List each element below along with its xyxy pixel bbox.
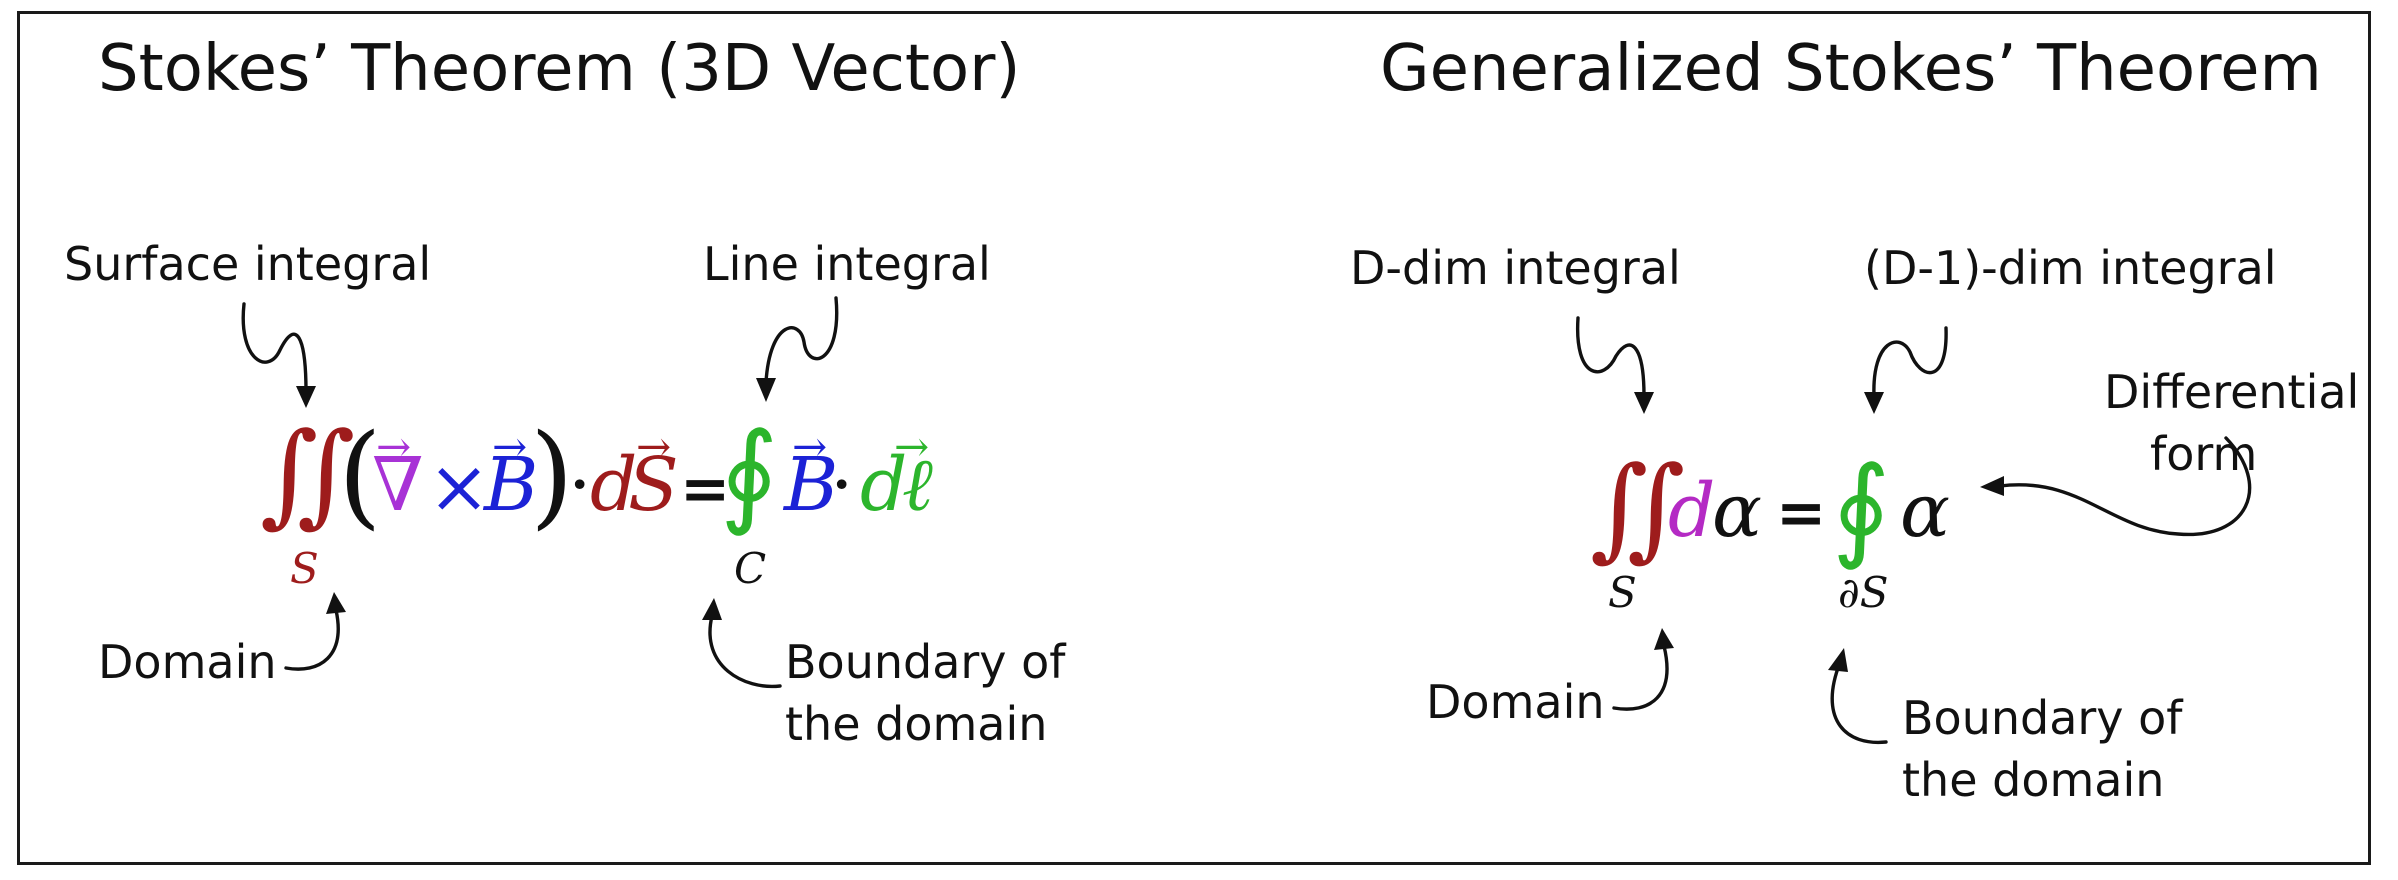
line-contour-integral: ∮ [720, 409, 779, 539]
boundary-subscript-C: C [734, 544, 767, 593]
left-title: Stokes’ Theorem (3D Vector) [98, 32, 1021, 106]
arrow-surface-integral [241, 302, 316, 408]
curl-field-arrow: → [492, 422, 528, 471]
surface-integral-label: Surface integral [64, 237, 432, 291]
surface-domain-subscript: S [290, 544, 319, 593]
line-element-arrow: → [894, 422, 930, 471]
boundary-label-left-line1: Boundary of [785, 635, 1066, 689]
nabla-operator: ∇ [372, 442, 424, 528]
boundary-label-left-line2: the domain [785, 697, 1048, 751]
line-integral-label: Line integral [703, 237, 991, 291]
arrow-d-minus-1-integral [1864, 326, 1948, 414]
surface-d: d [590, 442, 638, 528]
alpha-form: α [1712, 468, 1762, 554]
exterior-derivative-d: d [1668, 468, 1716, 554]
boundary-subscript-partial-S: ∂S [1838, 568, 1889, 617]
domain-label-right: Domain [1426, 675, 1605, 729]
domain-label-left: Domain [98, 635, 277, 689]
line-element-ell: ℓ [902, 442, 933, 528]
arrow-line-integral [756, 296, 839, 402]
line-field-B: B [784, 442, 839, 528]
boundary-contour-integral: ∮ [1832, 443, 1891, 573]
domain-double-integral: ∬ [1590, 443, 1686, 573]
arrow-domain-left [284, 592, 346, 671]
open-paren: ( [338, 411, 382, 541]
arrow-d-dim-integral [1576, 316, 1654, 414]
arrow-differential-form [1980, 436, 2252, 537]
equals-right: = [1776, 478, 1827, 548]
line-field-arrow: → [792, 422, 828, 471]
right-title: Generalized Stokes’ Theorem [1380, 32, 2322, 106]
equals-left: = [680, 454, 731, 524]
close-paren: ) [530, 411, 574, 541]
boundary-label-right-line2: the domain [1902, 753, 2165, 807]
dot-product-1: · [568, 442, 592, 528]
diagram-frame [17, 11, 2371, 865]
arrow-domain-right [1612, 628, 1674, 711]
boundary-label-right-line1: Boundary of [1902, 691, 2183, 745]
nabla-vector-arrow: → [376, 422, 412, 471]
surface-element-S: S [628, 442, 679, 528]
arrow-boundary-left [702, 598, 782, 689]
dot-product-2: · [830, 442, 854, 528]
line-d: d [860, 442, 908, 528]
arrow-boundary-right [1828, 648, 1888, 745]
differential-form-label-line1: Differential [2104, 365, 2360, 419]
surface-double-integral: ∬ [260, 409, 356, 539]
d-dim-integral-label: D-dim integral [1350, 241, 1681, 295]
domain-subscript-S: S [1608, 568, 1637, 617]
cross-operator: × [428, 444, 491, 530]
curl-field-B: B [484, 442, 539, 528]
surface-element-arrow: → [636, 422, 672, 471]
alpha-form-2: α [1900, 468, 1950, 554]
d-minus-1-integral-label: (D-1)-dim integral [1864, 241, 2277, 295]
